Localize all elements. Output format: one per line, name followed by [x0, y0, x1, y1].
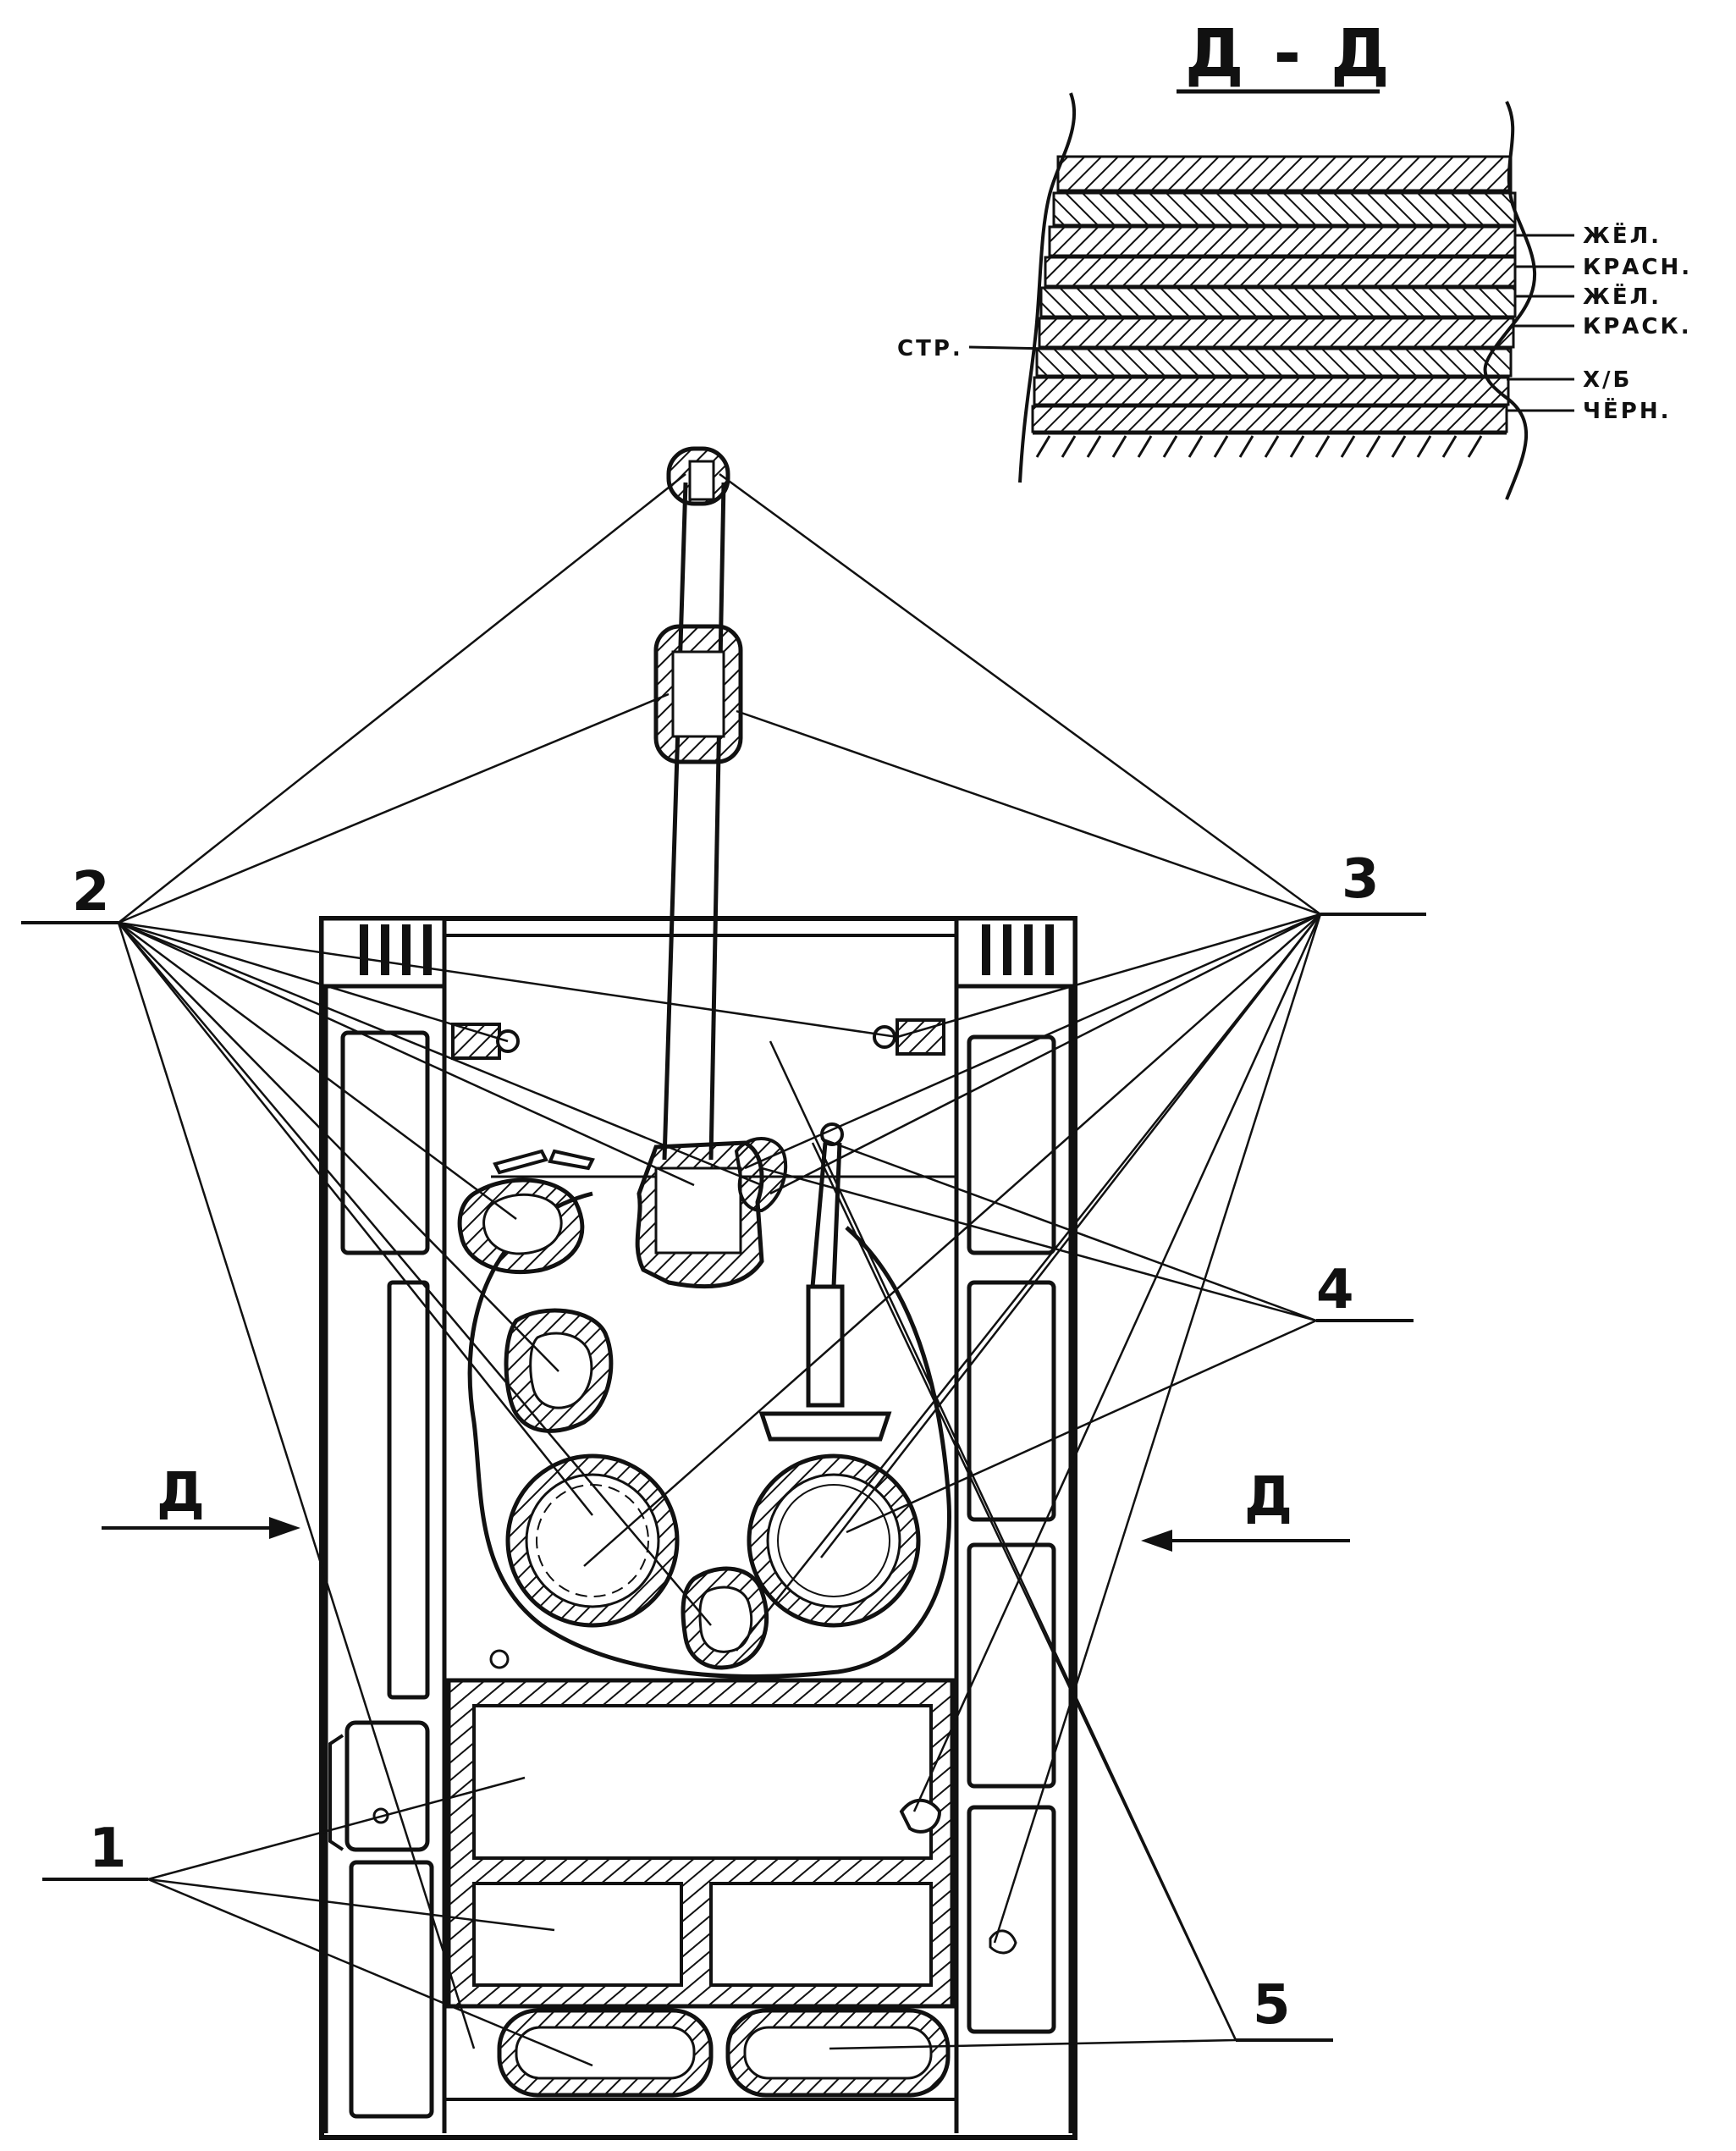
callout-4: 4 [1316, 1259, 1354, 1321]
layer-label-1: ЖЁЛ. [1583, 222, 1662, 249]
layer-label-3: ЖЁЛ. [1583, 283, 1662, 310]
section-arrow-left: Д [102, 1462, 300, 1539]
svg-text:Д: Д [157, 1462, 205, 1525]
svg-text:Д: Д [1244, 1466, 1292, 1529]
layer-label-4: КРАСК. [1583, 314, 1692, 339]
layer-label-2: КРАСН. [1583, 255, 1692, 280]
callout-1: 1 [89, 1817, 127, 1880]
callout-5: 5 [1253, 1974, 1291, 2037]
ring-large-left [508, 1456, 677, 1625]
bottom-compartment [449, 1680, 952, 2006]
clip-right [874, 1020, 944, 1054]
ring-upper-left [460, 1180, 582, 1272]
callout-2: 2 [72, 861, 110, 924]
right-post [956, 918, 1075, 986]
layer-bands [1033, 157, 1515, 457]
layer-label-left: СТР. [897, 336, 963, 361]
right-panels [969, 1037, 1054, 2032]
ring-small-bottom [683, 1569, 767, 1668]
main-plan [322, 449, 1075, 2137]
section-arrow-right: Д [1141, 1466, 1350, 1552]
bottom-rollers [444, 2010, 956, 2099]
section-view: Д - Д [897, 16, 1692, 499]
layer-label-5: Х/Б [1583, 367, 1632, 393]
clip-left [453, 1024, 518, 1058]
section-title: Д - Д [1185, 16, 1393, 92]
small-bracket [736, 1139, 785, 1211]
mast [656, 449, 741, 1160]
callout-3: 3 [1342, 848, 1380, 911]
layer-label-6: ЧЁРН. [1583, 397, 1671, 424]
left-post [322, 918, 444, 986]
left-hook [330, 1735, 343, 1850]
